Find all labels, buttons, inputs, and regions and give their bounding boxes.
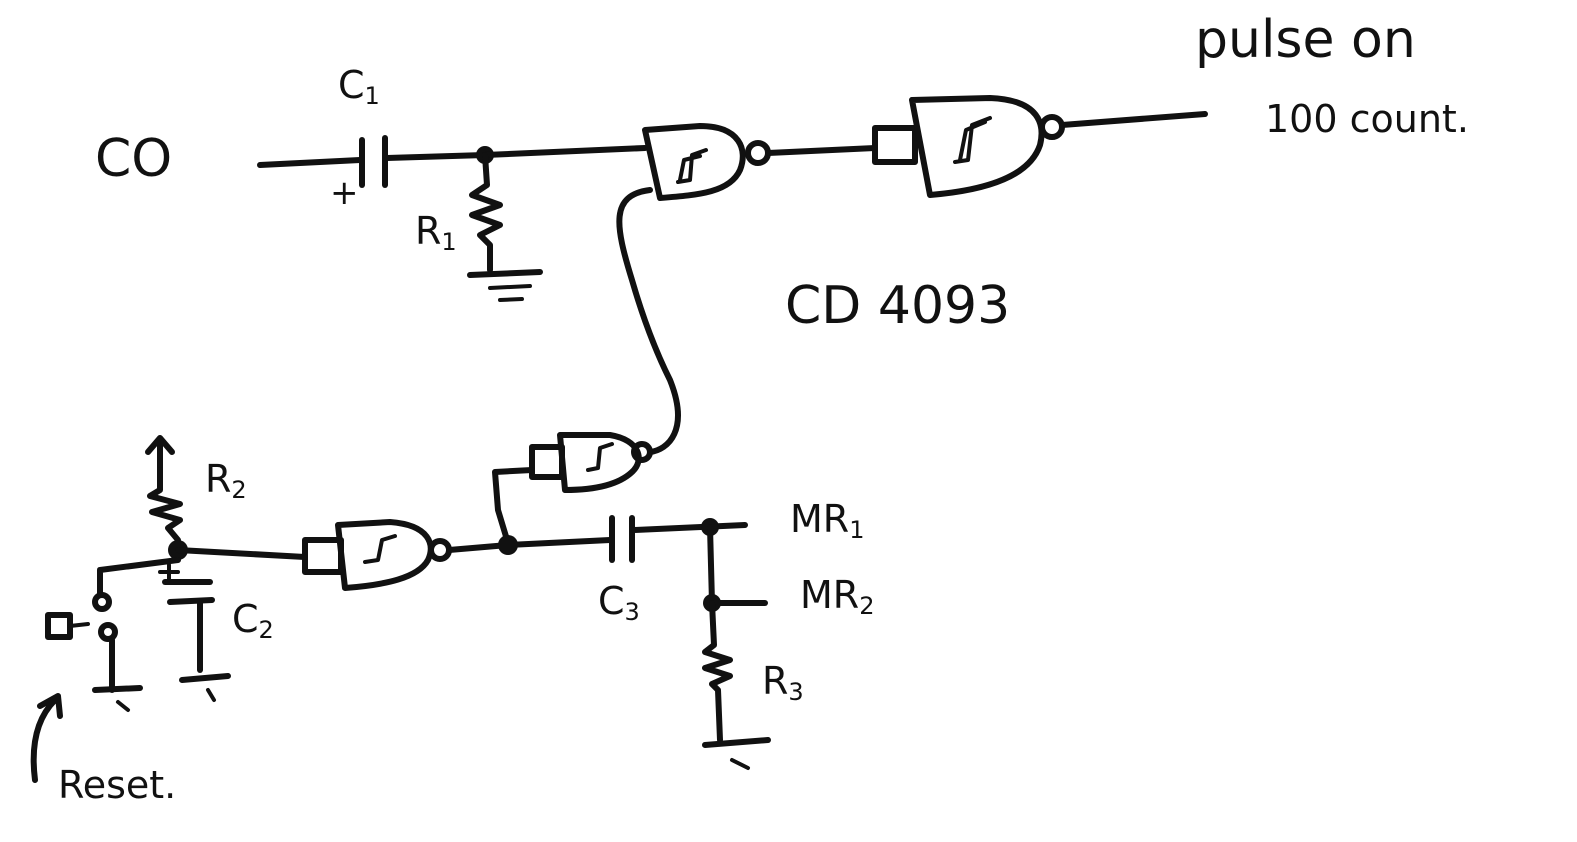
label-ic-cd4093: CD 4093: [785, 276, 1011, 336]
wire-output: [1059, 111, 1208, 128]
wire-mr1-mr2: [707, 524, 715, 606]
gate-1-nand: [642, 123, 771, 201]
label-c3: C3: [598, 579, 640, 626]
ground-symbol-r3: [702, 737, 771, 770]
wire-co-in: [257, 157, 363, 168]
wire-gate1-gate2: [765, 145, 878, 156]
c2-plus-mark: [158, 563, 180, 582]
wire-switch-top: [97, 557, 181, 598]
wire-to-gate1: [482, 145, 648, 158]
resistor-r2: [147, 467, 183, 543]
resistor-r3: [702, 600, 733, 743]
label-co: CO: [95, 129, 173, 189]
resistor-r1: [469, 152, 503, 273]
label-mr2: MR2: [800, 573, 875, 620]
wire-gate4-out: [446, 537, 613, 553]
junction-gate4-out: [498, 535, 518, 555]
capacitor-c2: [162, 579, 231, 702]
wire-c1-junction: [384, 152, 488, 161]
label-r2: R2: [205, 457, 247, 504]
gate-2-nand: [872, 95, 1065, 198]
reset-switch: [45, 592, 143, 712]
label-mr1: MR1: [790, 497, 865, 544]
label-c1: C1: [338, 63, 380, 110]
reset-arrow: [30, 693, 63, 783]
gate-4-nand: [302, 519, 452, 591]
label-r3: R3: [762, 659, 804, 706]
wire-gate3-junction: [492, 467, 535, 546]
label-c2: C2: [232, 597, 274, 644]
wire-c3-mr1: [631, 522, 748, 533]
label-output-line1: pulse on: [1195, 10, 1416, 70]
label-c1-plus: +: [330, 173, 359, 213]
r2-supply-arrow: [145, 435, 175, 473]
ground-symbol-r1: [467, 269, 543, 302]
wire-r2-gate4: [175, 547, 308, 560]
capacitor-c3: [609, 515, 635, 563]
label-output-line2: 100 count.: [1265, 97, 1469, 141]
label-r1: R1: [415, 209, 457, 256]
capacitor-c1: [359, 135, 388, 188]
wire-feedback: [616, 187, 681, 455]
gate-3-nand: [529, 432, 653, 493]
label-reset: Reset.: [58, 763, 177, 807]
